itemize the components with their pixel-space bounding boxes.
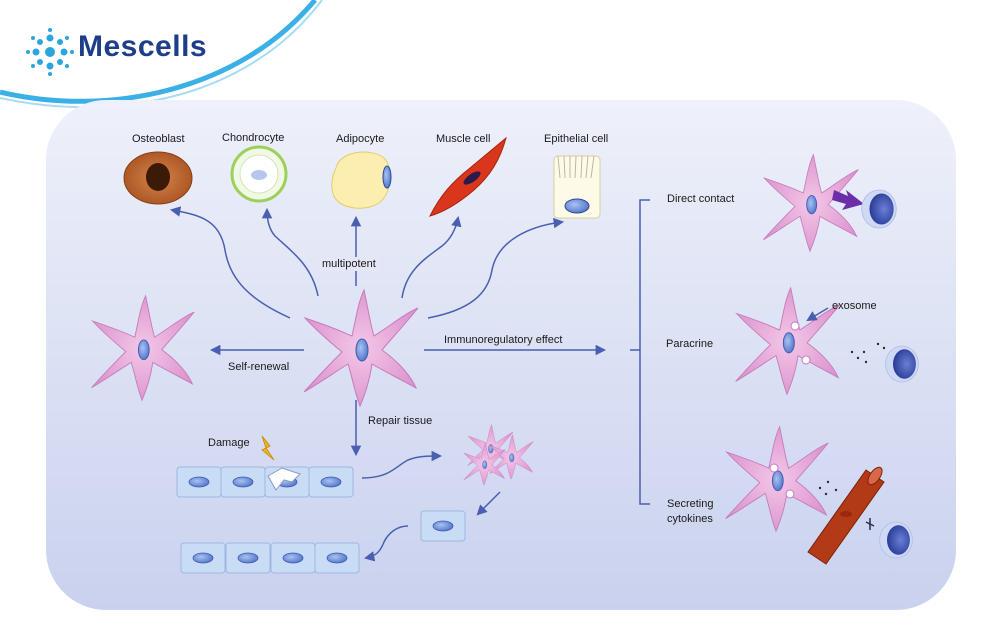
label-exosome: exosome bbox=[832, 300, 877, 312]
epithelial-cell bbox=[553, 155, 601, 219]
label-paracrine: Paracrine bbox=[666, 338, 714, 350]
cytokine-particles bbox=[818, 480, 838, 496]
arrow-to-chondrocyte bbox=[261, 207, 319, 297]
arrow-tissue-to-migration bbox=[361, 450, 443, 479]
muscle-cell bbox=[429, 136, 507, 217]
repaired-tissue bbox=[180, 542, 360, 574]
label-adipocyte: Adipocyte bbox=[336, 133, 385, 145]
label-self-renewal: Self-renewal bbox=[228, 361, 290, 373]
label-cytokines: cytokines bbox=[667, 513, 713, 525]
arrow-migration-to-repair bbox=[476, 491, 501, 516]
label-immunoregulatory-effect: Immunoregulatory effect bbox=[444, 334, 563, 346]
arrow-to-osteoblast bbox=[169, 206, 291, 319]
adipocyte-cell bbox=[331, 151, 392, 209]
brand-logo: Mescells bbox=[78, 30, 208, 63]
label-epithelial-cell: Epithelial cell bbox=[544, 133, 609, 145]
regenerating-cell bbox=[420, 510, 466, 542]
contact-arrow bbox=[832, 190, 864, 210]
blood-vessel bbox=[807, 466, 885, 565]
chondrocyte-cell bbox=[230, 145, 288, 203]
label-muscle-cell: Muscle cell bbox=[436, 133, 491, 145]
label-multipotent: multipotent bbox=[318, 257, 380, 271]
arrow-to-muscle bbox=[401, 215, 462, 299]
label-chondrocyte: Chondrocyte bbox=[222, 132, 285, 144]
label-secreting: Secreting bbox=[667, 498, 714, 510]
label-direct-contact: Direct contact bbox=[667, 193, 735, 205]
direct-contact-t-cell bbox=[861, 189, 897, 229]
label-damage: Damage bbox=[208, 437, 250, 449]
osteoblast-cell bbox=[123, 151, 193, 205]
arrow-to-epithelial bbox=[427, 217, 565, 319]
mechanism-bracket bbox=[630, 199, 650, 505]
receptor-icon bbox=[865, 518, 875, 530]
cell-cluster-icon bbox=[26, 28, 74, 76]
damaged-tissue bbox=[176, 466, 354, 498]
paracrine-t-cell bbox=[885, 345, 919, 383]
exosome-pointer bbox=[806, 307, 829, 322]
label-osteoblast: Osteoblast bbox=[132, 133, 185, 145]
paracrine-particles bbox=[850, 342, 886, 364]
header-swoosh bbox=[0, 0, 317, 104]
secreting-t-cell bbox=[879, 521, 913, 559]
label-repair-tissue: Repair tissue bbox=[368, 415, 433, 427]
lightning-icon bbox=[261, 435, 275, 461]
arrow-to-repaired-tissue bbox=[363, 525, 409, 562]
